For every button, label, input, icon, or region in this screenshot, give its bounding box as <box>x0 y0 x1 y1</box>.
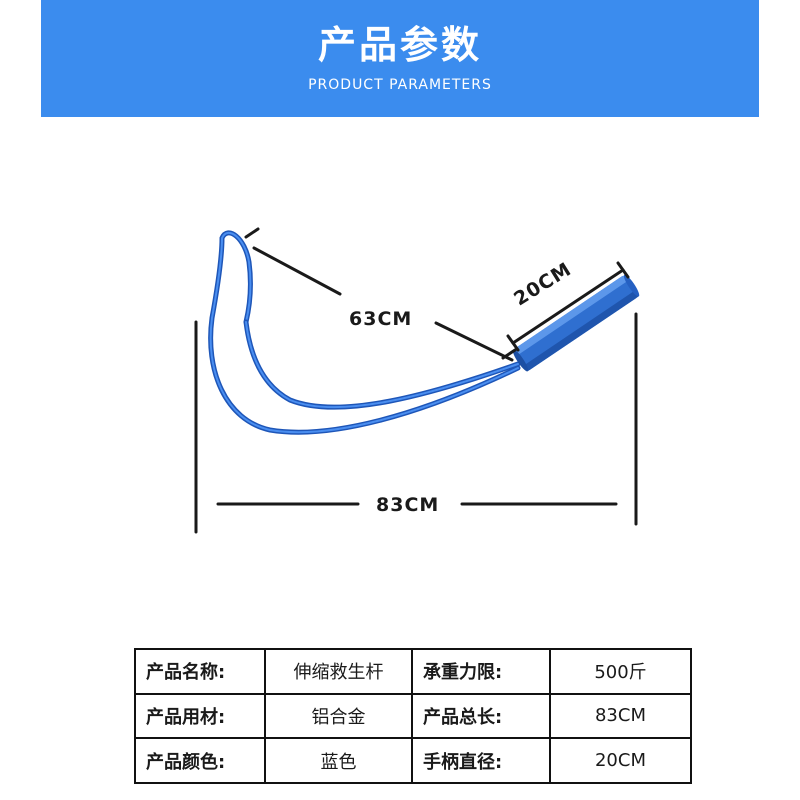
spec-label-load: 承重力限: <box>411 648 551 695</box>
loop-outer-strand <box>208 230 521 435</box>
table-row: 产品颜色: 蓝色 手柄直径: 20CM <box>134 737 692 784</box>
table-row: 产品用材: 铝合金 产品总长: 83CM <box>134 692 692 740</box>
spec-value-name: 伸缩救生杆 <box>264 648 413 695</box>
header-banner: 产品参数 PRODUCT PARAMETERS <box>41 0 759 117</box>
spec-label-color: 产品颜色: <box>134 737 266 784</box>
table-row: 产品名称: 伸缩救生杆 承重力限: 500斤 <box>134 648 692 695</box>
handle <box>512 274 640 372</box>
dimension-label-loop: 63CM <box>349 308 413 330</box>
spec-value-color: 蓝色 <box>264 737 413 784</box>
spec-value-length: 83CM <box>549 692 692 740</box>
loop-inner-strand <box>243 319 521 410</box>
loop-outer-strand-highlight <box>209 231 519 434</box>
spec-label-length: 产品总长: <box>411 692 551 740</box>
dimension-label-total: 83CM <box>376 494 440 516</box>
spec-label-material: 产品用材: <box>134 692 266 740</box>
spec-value-material: 铝合金 <box>264 692 413 740</box>
spec-value-load: 500斤 <box>549 648 692 695</box>
loop-inner-strand-highlight <box>245 321 519 409</box>
dimension-loop <box>244 227 517 362</box>
spec-label-name: 产品名称: <box>134 648 266 695</box>
spec-table: 产品名称: 伸缩救生杆 承重力限: 500斤 产品用材: 铝合金 产品总长: 8… <box>134 648 692 784</box>
spec-value-diameter: 20CM <box>549 737 692 784</box>
dimension-total <box>194 312 638 534</box>
page-subtitle: PRODUCT PARAMETERS <box>308 77 492 93</box>
dimension-handle <box>506 261 630 352</box>
page-title: 产品参数 <box>317 23 482 67</box>
rescue-loop <box>208 230 521 435</box>
spec-label-diameter: 手柄直径: <box>411 737 551 784</box>
